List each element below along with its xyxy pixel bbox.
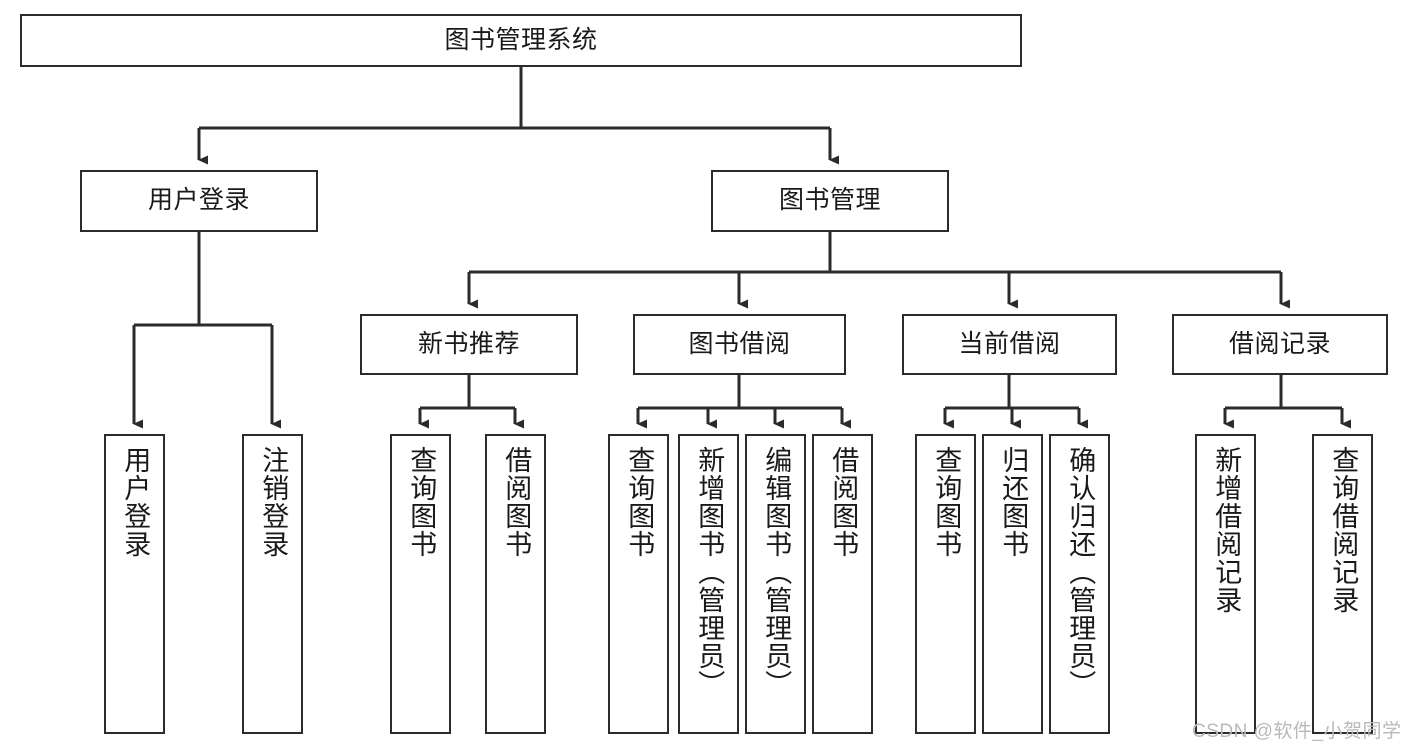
leaf-query-book-borrow[interactable]: 查询图书	[608, 434, 669, 734]
node-label: 注销登录	[258, 446, 289, 558]
node-root-system[interactable]: 图书管理系统	[20, 14, 1022, 67]
node-borrow-record[interactable]: 借阅记录	[1172, 314, 1388, 375]
leaf-logout[interactable]: 注销登录	[242, 434, 303, 734]
node-label: 查询图书	[624, 446, 655, 558]
csdn-watermark: CSDN @软件_小贺同学	[1192, 721, 1402, 742]
leaf-query-borrow-record[interactable]: 查询借阅记录	[1312, 434, 1373, 734]
node-label: 查询图书	[931, 446, 962, 558]
leaf-add-book-admin[interactable]: 新增图书（管理员）	[678, 434, 739, 734]
node-label: 图书管理	[778, 186, 881, 215]
node-label: 图书借阅	[688, 329, 791, 358]
leaf-confirm-return-admin[interactable]: 确认归还（管理员）	[1049, 434, 1110, 734]
node-label: 当前借阅	[958, 329, 1061, 358]
leaf-user-login[interactable]: 用户登录	[104, 434, 165, 734]
node-user-login[interactable]: 用户登录	[80, 170, 318, 232]
leaf-query-book-recommend[interactable]: 查询图书	[390, 434, 451, 734]
node-label: 新书推荐	[417, 329, 520, 358]
node-new-book-recommend[interactable]: 新书推荐	[360, 314, 578, 375]
leaf-edit-book-admin[interactable]: 编辑图书（管理员）	[745, 434, 806, 734]
node-book-management[interactable]: 图书管理	[711, 170, 949, 232]
node-label: 确认归还（管理员）	[1065, 446, 1096, 698]
node-label: 新增图书（管理员）	[694, 446, 725, 698]
node-label: 借阅记录	[1228, 329, 1331, 358]
node-book-borrow[interactable]: 图书借阅	[633, 314, 846, 375]
node-label: 借阅图书	[501, 446, 532, 558]
leaf-add-borrow-record[interactable]: 新增借阅记录	[1195, 434, 1256, 734]
node-label: 借阅图书	[828, 446, 859, 558]
node-label: 编辑图书（管理员）	[761, 446, 792, 698]
node-current-borrow[interactable]: 当前借阅	[902, 314, 1117, 375]
node-label: 查询借阅记录	[1328, 446, 1359, 614]
node-label: 用户登录	[147, 186, 250, 215]
node-label: 图书管理系统	[444, 25, 598, 54]
leaf-return-book[interactable]: 归还图书	[982, 434, 1043, 734]
leaf-borrow-book[interactable]: 借阅图书	[812, 434, 873, 734]
node-label: 新增借阅记录	[1211, 446, 1242, 614]
leaf-query-book-current[interactable]: 查询图书	[915, 434, 976, 734]
node-label: 归还图书	[998, 446, 1029, 558]
node-label: 查询图书	[406, 446, 437, 558]
leaf-borrow-book-recommend[interactable]: 借阅图书	[485, 434, 546, 734]
node-label: 用户登录	[120, 446, 151, 558]
